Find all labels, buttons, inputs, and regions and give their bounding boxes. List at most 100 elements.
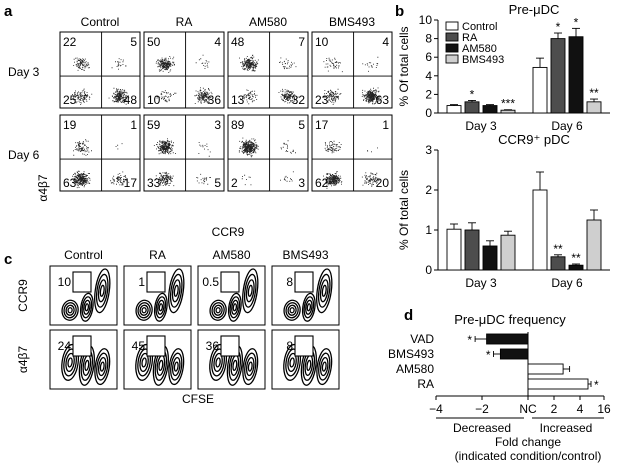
gate-value: 8 [286,275,293,289]
panel-letter-a: a [4,3,13,20]
bar [550,38,566,114]
contour-ring [141,307,147,314]
category-label: Day 6 [551,119,583,133]
contour-ring [84,359,90,372]
quadrant-value: 4 [214,35,221,49]
contour-ring [242,348,259,386]
dot-plot [143,114,225,192]
gate-value: 10 [58,275,72,289]
gate-box [72,271,92,293]
contour-ring [139,304,149,316]
contour-ring [213,352,223,373]
contour-ring [158,303,164,312]
condition-label: AM580 [212,248,250,262]
contour-ring [211,348,225,377]
significance-mark: ** [571,251,581,265]
contour-ring [209,299,227,321]
significance-mark: ** [553,242,563,256]
quadrant-value: 4 [382,35,389,49]
dot-plot [227,31,309,109]
bar [464,229,480,271]
contour-ring [316,268,333,314]
contour-ring [81,296,93,319]
contour-ring [139,352,149,373]
contour-ring [170,352,183,381]
category-label: RA [417,377,434,391]
condition-label: AM580 [249,15,287,29]
y-tick-label: 1 [425,223,432,237]
bar [568,264,584,271]
contour-ring [305,299,313,315]
chart-title: Pre-μDC frequency [454,312,566,327]
bar [527,378,589,390]
contour-ring [213,304,223,316]
gate-value: 1 [138,275,145,289]
dot-plot [227,114,309,192]
contour-ring [94,268,111,314]
contour-ring [173,361,179,372]
contour-ring [65,352,75,373]
y-tick-label: 2 [425,87,432,101]
x-tick-label: −4 [429,402,443,416]
quadrant-value: 17 [315,118,329,132]
bar [446,228,462,271]
significance-mark: *** [501,97,515,111]
contour-ring [318,352,331,381]
dot-plot [59,31,141,109]
y-tick-label: 2 [425,183,432,197]
dot-cloud [239,54,299,105]
contour-ring [317,273,331,308]
bar [464,101,480,114]
contour-ring [135,299,153,321]
y-axis-label: α4β7 [36,174,50,202]
dot-cloud [155,54,213,104]
bar [486,333,529,345]
quadrant-value: 1 [130,118,137,132]
contour-ring [215,357,221,368]
category-label: Day 3 [465,119,497,133]
chart-y-label: % Of total cells [397,26,411,106]
quadrant-value: 25 [63,93,77,107]
bar [527,363,564,375]
gate-value: 45 [132,339,146,353]
gate-value: 0.5 [202,275,219,289]
contour-ring [285,302,299,319]
y-tick-label: 4 [425,69,432,83]
gate-value: 36 [206,339,220,353]
contour-ring [232,303,238,312]
side-label: Decreased [453,421,511,435]
y-tick-label: 10 [419,13,433,27]
contour-ring [319,357,329,377]
x-axis-label: Fold change [495,435,561,449]
quadrant-value: 36 [208,93,222,107]
panel-letter-d: d [404,307,413,324]
row-label: CCR9 [16,279,30,312]
contour-ring [303,296,315,319]
dot-plot [311,31,393,109]
gate-box [220,335,240,357]
contour-ring [321,361,327,372]
quadrant-value: 63 [376,93,390,107]
contour-ring [321,284,327,297]
bar [499,348,529,360]
contour-ring [97,357,107,377]
quadrant-value: 23 [315,93,329,107]
contour-ring [287,304,297,316]
gate-box [220,271,240,293]
contour-ring [301,292,316,322]
quadrant-value: 89 [231,118,245,132]
contour-ring [242,268,259,314]
quadrant-value: 17 [124,176,138,190]
category-label: VAD [410,332,434,346]
gate-value: 8 [286,339,293,353]
gate-value: 24 [58,339,72,353]
significance-mark: * [467,333,472,347]
contour-ring [287,352,297,373]
bar [482,245,498,271]
gate-box [294,271,314,293]
bar [500,234,516,271]
dot-cloud [323,56,383,105]
contour-ring [306,303,312,312]
dot-plot [143,31,225,109]
